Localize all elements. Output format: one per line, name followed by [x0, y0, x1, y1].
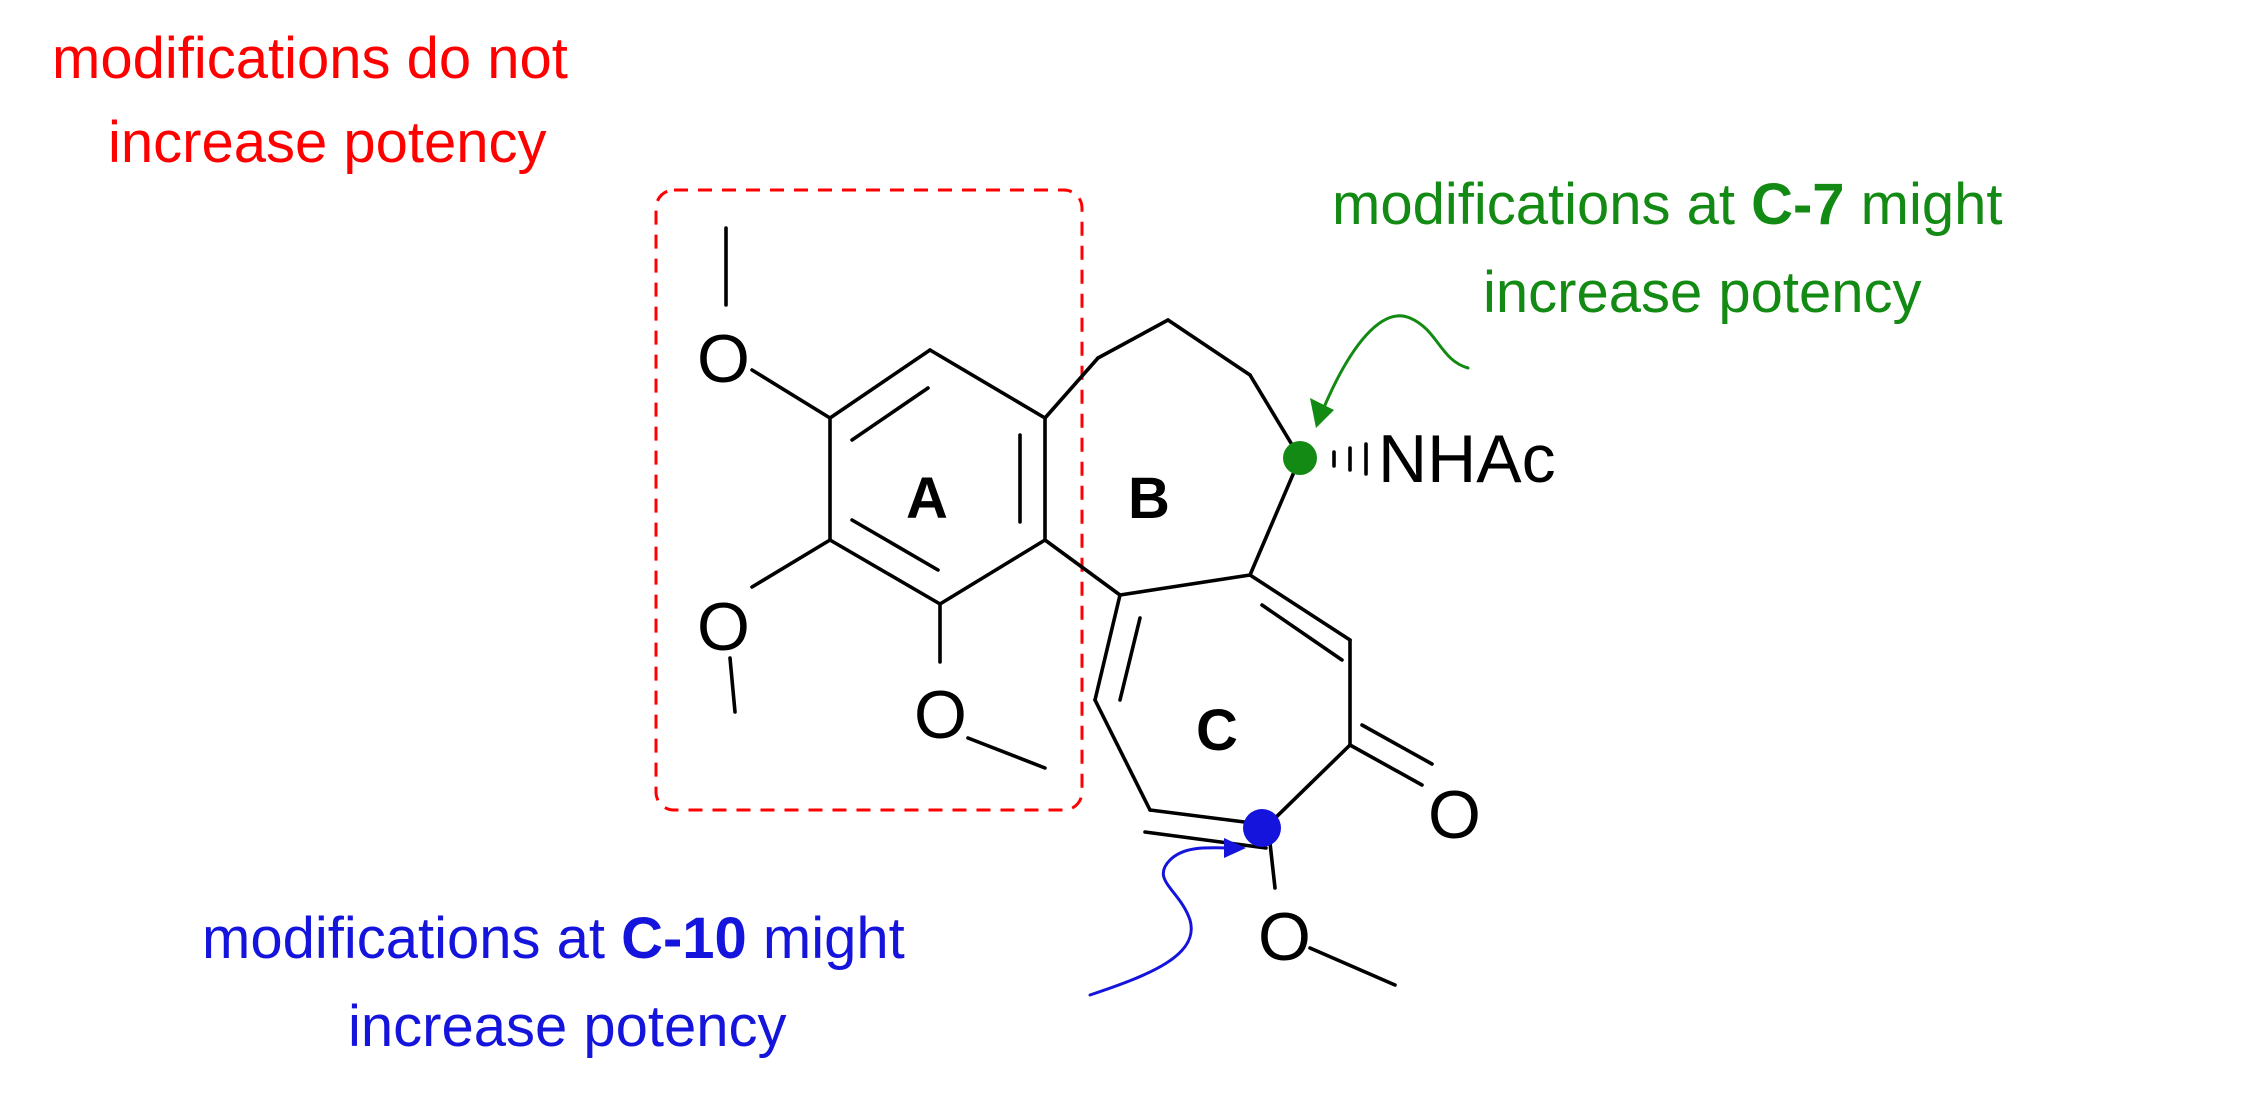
c7-arrow: [1310, 314, 1470, 428]
ring-a-bonds: [828, 348, 1047, 606]
ring-c-bonds: [1093, 573, 1352, 850]
ring-a-note-line2: increase potency: [108, 110, 546, 175]
c10-annotation: modifications at C-10 might increase pot…: [202, 906, 905, 1059]
c7-note-line2: increase potency: [1483, 260, 1921, 325]
ring-a-annotation: modifications do not increase potency: [52, 26, 568, 175]
ring-b-bonds: [1043, 318, 1302, 597]
atom-o-carbonyl: O: [1428, 777, 1481, 853]
hashed-bond-nhac: [1332, 442, 1368, 476]
c10-position-dot: [1243, 809, 1281, 847]
c7-note-pre: modifications at: [1332, 172, 1751, 237]
c10-note-post: might: [747, 906, 905, 971]
c7-position-dot: [1283, 441, 1317, 475]
c7-annotation: modifications at C-7 might increase pote…: [1332, 172, 2003, 325]
ring-label-a: A: [906, 466, 948, 531]
c10-note-pre: modifications at: [202, 906, 621, 971]
ring-label-b: B: [1128, 466, 1170, 531]
ring-a-note-line1: modifications do not: [52, 26, 568, 91]
c10-note-line1: modifications at C-10 might: [202, 906, 905, 971]
c7-note-bold: C-7: [1751, 172, 1844, 237]
atom-nhac: NHAc: [1378, 421, 1556, 497]
substituent-bonds: [724, 226, 1434, 987]
c10-note-line2: increase potency: [348, 994, 786, 1059]
atom-o-1: O: [697, 321, 750, 397]
atom-o-c10: O: [1258, 899, 1311, 975]
c7-note-line1: modifications at C-7 might: [1332, 172, 2003, 237]
atom-o-2: O: [697, 589, 750, 665]
c10-note-bold: C-10: [621, 906, 747, 971]
c10-arrow: [1088, 838, 1246, 997]
atom-o-3: O: [914, 677, 967, 753]
c7-note-post: might: [1845, 172, 2003, 237]
ring-a-highlight-box: [654, 188, 1084, 812]
ring-label-c: C: [1196, 698, 1238, 763]
